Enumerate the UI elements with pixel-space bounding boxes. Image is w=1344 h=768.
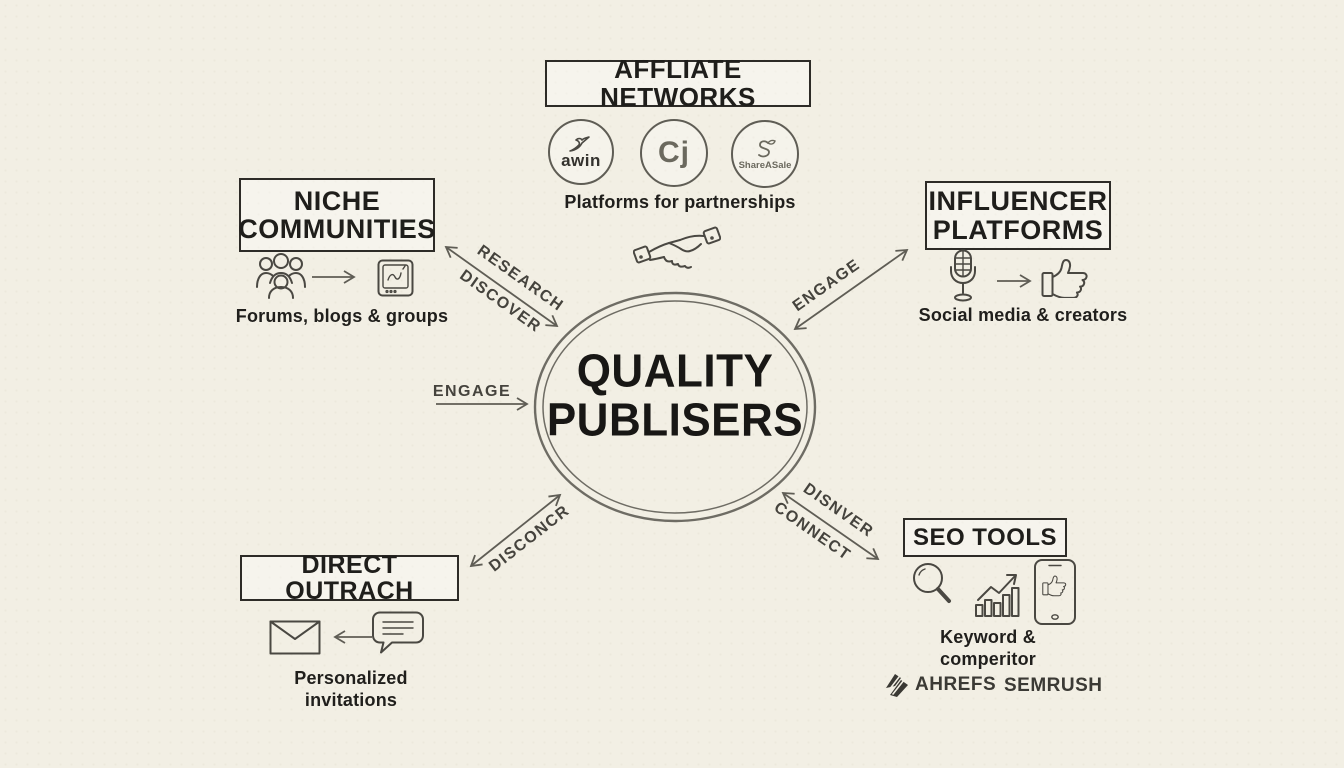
semrush-brand-label: SEMRUSH bbox=[1004, 675, 1103, 696]
node-influencer-platforms: INFLUENCER PLATFORMS bbox=[925, 181, 1111, 250]
awin-logo-badge: awin bbox=[548, 119, 614, 185]
arrow-label-engage-left: ENGAGE bbox=[432, 383, 512, 400]
arrow-disconcr bbox=[469, 493, 562, 568]
speech-bubble-icon bbox=[372, 611, 424, 654]
awin-logo-label: awin bbox=[561, 151, 601, 170]
affiliate-caption: Platforms for partnerships bbox=[564, 192, 796, 212]
influencer-title-line2: PLATFORMS bbox=[932, 214, 1104, 245]
node-seo-tools: SEO TOOLS bbox=[903, 518, 1067, 557]
center-ellipse-outer bbox=[533, 291, 817, 523]
niche-title-line1: NICHE bbox=[293, 185, 381, 216]
center-ellipse-inner bbox=[542, 300, 808, 514]
shareasale-logo-label: ShareASale bbox=[738, 159, 792, 171]
growth-chart-icon bbox=[975, 574, 1020, 617]
seo-caption: Keyword & comperitor bbox=[915, 626, 1061, 670]
arrow-research-discover bbox=[444, 245, 559, 328]
direct-caption-line2: invitations bbox=[304, 690, 398, 710]
thumbs-up-icon bbox=[1041, 259, 1088, 298]
monitor-chart-icon bbox=[377, 259, 414, 297]
phone-thumbs-up-icon bbox=[1034, 559, 1076, 625]
direct-caption: Personalized invitations bbox=[281, 667, 421, 711]
affiliate-title: AFFLIATE NETWORKS bbox=[600, 54, 756, 112]
bird-icon bbox=[569, 136, 590, 152]
ahrefs-brand-label: AHREFS bbox=[915, 674, 997, 695]
influencer-title-line1: INFLUENCER bbox=[928, 186, 1108, 217]
node-niche-communities: NICHE COMMUNITIES bbox=[238, 178, 436, 252]
microphone-icon bbox=[950, 249, 976, 302]
niche-title-line2: COMMUNITIES bbox=[238, 214, 436, 244]
cj-logo-label: Cj bbox=[658, 136, 690, 169]
magnifier-icon bbox=[913, 563, 951, 603]
center-title-line1: QUALITY bbox=[576, 345, 774, 398]
people-group-icon bbox=[256, 253, 306, 299]
node-affiliate-networks: AFFLIATE NETWORKS bbox=[545, 56, 811, 110]
influencer-caption: Social media & creators bbox=[918, 305, 1128, 325]
node-direct-outreach: DIRECT OUTRACH bbox=[240, 552, 459, 604]
shareasale-logo-badge: ShareASale bbox=[731, 120, 799, 188]
center-title-line2: PUBLISERS bbox=[546, 394, 804, 447]
seo-caption-line2: comperitor bbox=[939, 649, 1037, 669]
envelope-icon bbox=[269, 620, 321, 655]
ahrefs-logo-icon bbox=[886, 674, 908, 697]
niche-caption: Forums, blogs & groups bbox=[235, 306, 449, 326]
direct-caption-line1: Personalized bbox=[294, 668, 408, 688]
direct-title: DIRECT OUTRACH bbox=[285, 550, 414, 605]
arrow-disnver-connect bbox=[781, 492, 880, 560]
seo-caption-line1: Keyword & bbox=[940, 627, 1036, 647]
cj-logo-badge: Cj bbox=[640, 119, 708, 187]
seo-title: SEO TOOLS bbox=[912, 523, 1058, 551]
arrow-engage-right bbox=[793, 248, 909, 331]
handshake-icon bbox=[633, 226, 721, 269]
shareasale-s-icon bbox=[758, 139, 776, 157]
